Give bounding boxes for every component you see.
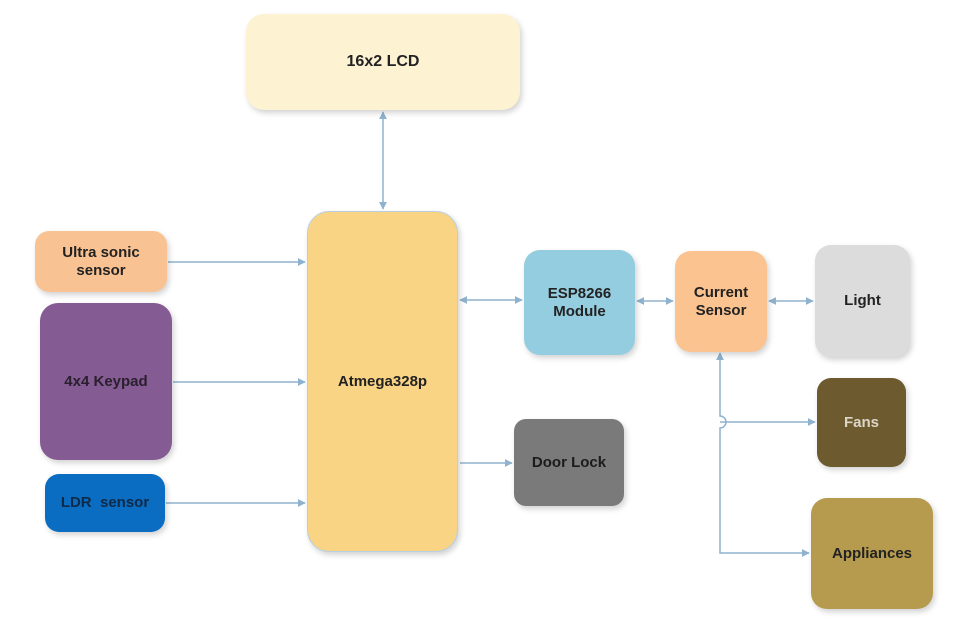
light-label: Light — [844, 292, 881, 309]
esp8266-module-label: ESP8266 Module — [547, 284, 612, 320]
current-sensor-label: Current Sensor — [693, 283, 749, 319]
fans-block: Fans — [817, 378, 906, 467]
appliances-label: Appliances — [831, 544, 913, 562]
lcd-label: 16x2 LCD — [346, 53, 420, 70]
ultrasonic-sensor-label: Ultra sonic sensor — [62, 243, 140, 279]
door-lock-block: Door Lock — [514, 419, 624, 506]
esp8266-module-block: ESP8266 Module — [524, 250, 635, 355]
light-block: Light — [815, 245, 910, 357]
door-lock-label: Door Lock — [531, 453, 607, 471]
microcontroller-label: Atmega328p — [337, 372, 428, 390]
ldr-sensor-block: LDR sensor — [45, 474, 165, 532]
appliances-block: Appliances — [811, 498, 933, 609]
keypad-block: 4x4 Keypad — [40, 303, 172, 460]
ultrasonic-sensor-block: Ultra sonic sensor — [35, 231, 167, 292]
microcontroller-block: Atmega328p — [307, 211, 458, 552]
connector-current-appliances — [716, 352, 810, 557]
fans-label: Fans — [843, 413, 879, 431]
keypad-label: 4x4 Keypad — [64, 372, 148, 390]
lcd-block: 16x2 LCD — [246, 14, 520, 110]
current-sensor-block: Current Sensor — [675, 251, 767, 352]
ldr-sensor-label: LDR sensor — [60, 494, 150, 511]
